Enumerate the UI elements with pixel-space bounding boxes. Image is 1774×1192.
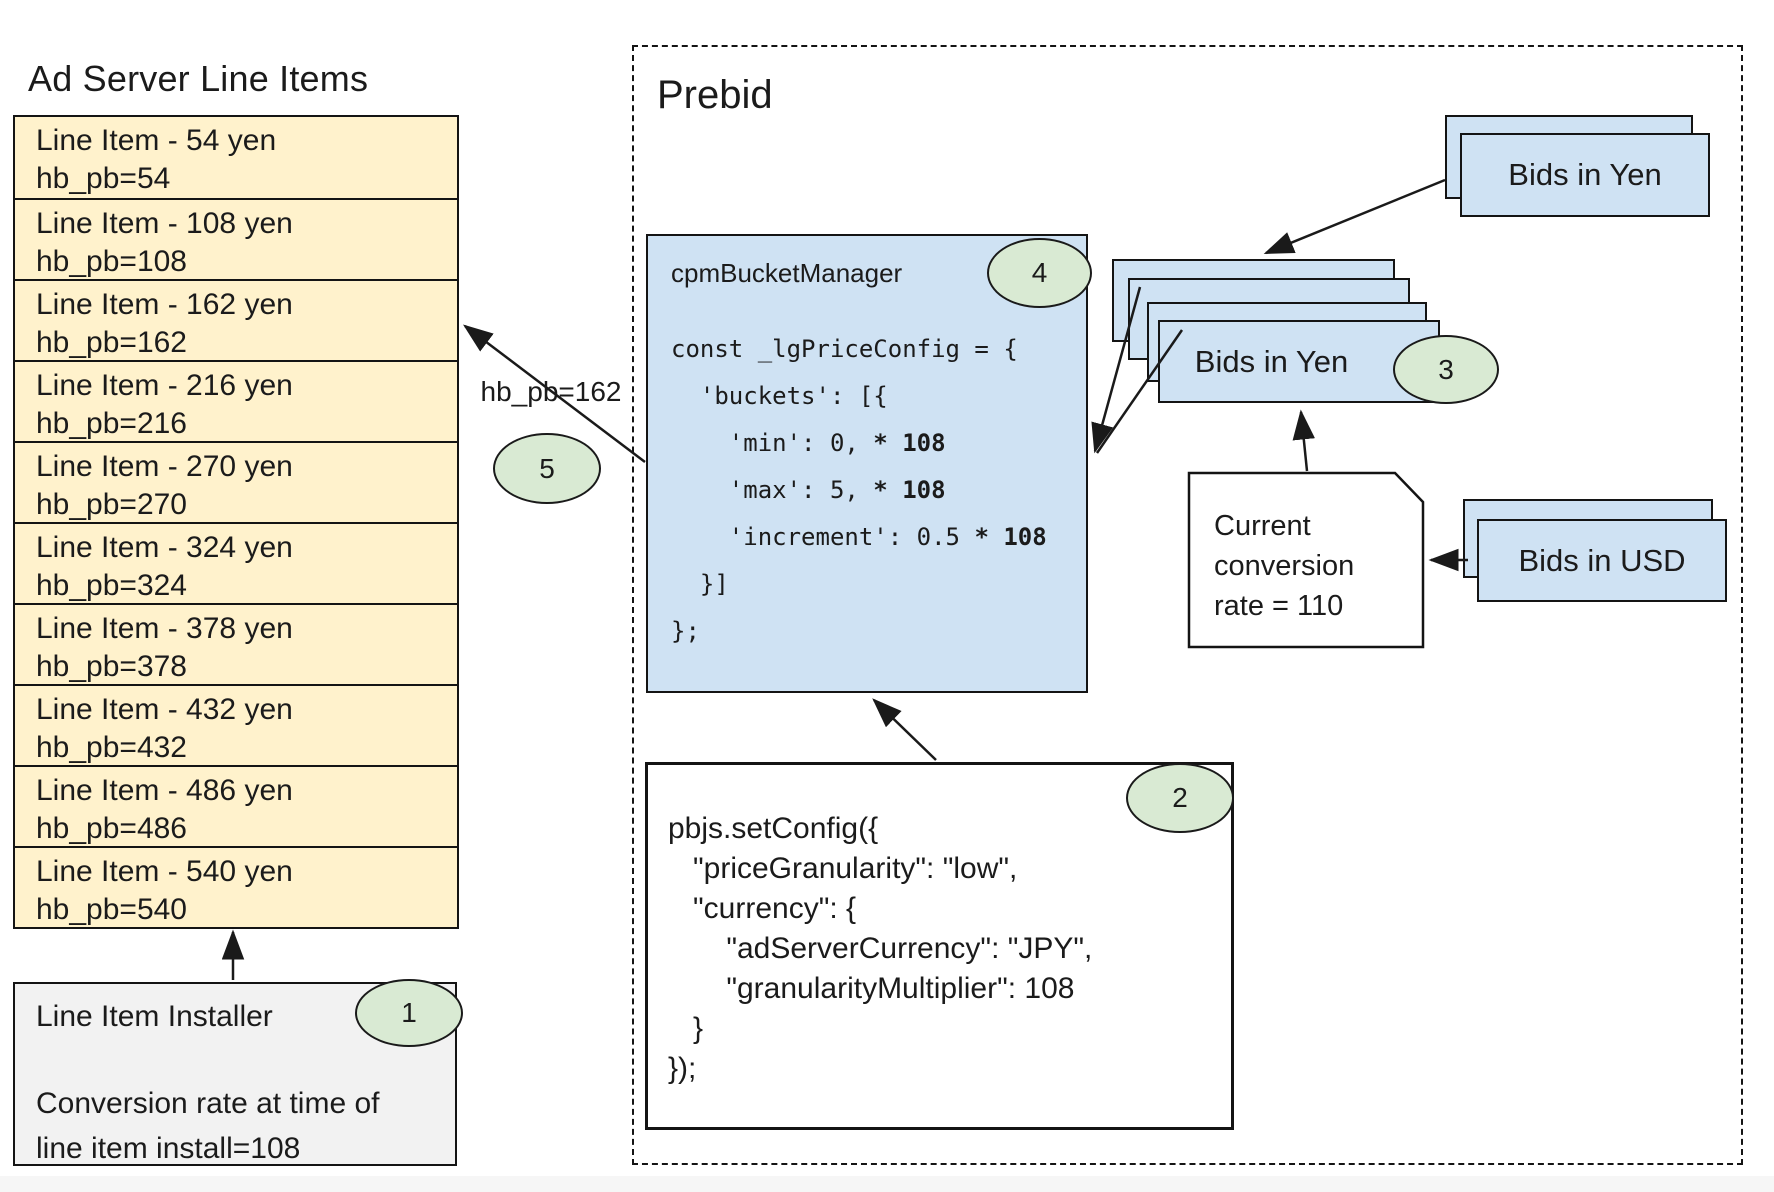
- line-item-hb-pb: hb_pb=216: [36, 407, 187, 440]
- line-item-row: Line Item - 324 yen hb_pb=324: [15, 522, 457, 603]
- line-item-label: Line Item - 378 yen: [36, 612, 293, 645]
- line-item-hb-pb: hb_pb=108: [36, 245, 187, 278]
- bids-in-usd-label: Bids in USD: [1518, 542, 1686, 578]
- pbjs-code-line: }: [668, 1012, 704, 1045]
- line-item-hb-pb: hb_pb=324: [36, 569, 187, 602]
- cpm-code-line: 'buckets': [{: [671, 373, 1047, 420]
- pbjs-code-line: "adServerCurrency": "JPY",: [668, 932, 1093, 965]
- step-badge-3: 3: [1393, 335, 1499, 404]
- step-badge-5: 5: [493, 433, 601, 504]
- conversion-note-line: Current: [1214, 510, 1311, 542]
- line-item-label: Line Item - 270 yen: [36, 450, 293, 483]
- step-badge-2: 2: [1126, 763, 1234, 833]
- line-item-label: Line Item - 486 yen: [36, 774, 293, 807]
- cpm-code-segment: };: [671, 617, 700, 645]
- installer-note-line: line item install=108: [36, 1132, 301, 1165]
- line-item-hb-pb: hb_pb=540: [36, 893, 187, 926]
- installer-note: Conversion rate at time of line item inst…: [36, 1081, 380, 1171]
- cpm-code-segment: }]: [671, 570, 729, 598]
- line-item-hb-pb: hb_pb=432: [36, 731, 187, 764]
- line-item-hb-pb: hb_pb=486: [36, 812, 187, 845]
- line-item-row: Line Item - 54 yen hb_pb=54: [15, 117, 457, 198]
- line-item-label: Line Item - 54 yen: [36, 124, 277, 157]
- line-item-label: Line Item - 432 yen: [36, 693, 293, 726]
- cpm-code-line: 'max': 5, * 108: [671, 467, 1047, 514]
- cpm-bucket-manager-box: cpmBucketManager const _lgPriceConfig = …: [646, 234, 1088, 693]
- line-item-label: Line Item - 162 yen: [36, 288, 293, 321]
- line-item-hb-pb: hb_pb=378: [36, 650, 187, 683]
- cpm-code-segment: 'buckets': [{: [671, 382, 888, 410]
- line-item-row: Line Item - 162 yen hb_pb=162: [15, 279, 457, 360]
- pbjs-set-config-code: pbjs.setConfig({ "priceGranularity": "lo…: [668, 809, 1092, 1089]
- pbjs-code-line: "currency": {: [668, 892, 857, 925]
- line-item-row: Line Item - 432 yen hb_pb=432: [15, 684, 457, 765]
- cpm-code-line: const _lgPriceConfig = {: [671, 326, 1047, 373]
- cpm-code-segment: 'min': 0,: [671, 429, 874, 457]
- bids-in-yen-stack-front-card: Bids in Yen: [1158, 320, 1440, 403]
- cpm-code-segment: * 108: [873, 429, 946, 457]
- installer-title: Line Item Installer: [36, 1000, 273, 1033]
- cpm-bucket-manager-code: const _lgPriceConfig = { 'buckets': [{ '…: [671, 326, 1047, 655]
- prebid-title: Prebid: [657, 73, 773, 117]
- bids-in-yen-stack-label: Bids in Yen: [1194, 343, 1349, 379]
- cpm-code-line: 'min': 0, * 108: [671, 420, 1047, 467]
- step-badge-1: 1: [355, 979, 463, 1047]
- line-item-hb-pb: hb_pb=162: [36, 326, 187, 359]
- line-item-label: Line Item - 216 yen: [36, 369, 293, 402]
- line-item-row: Line Item - 216 yen hb_pb=216: [15, 360, 457, 441]
- line-item-label: Line Item - 324 yen: [36, 531, 293, 564]
- line-item-hb-pb: hb_pb=54: [36, 162, 171, 195]
- line-item-label: Line Item - 108 yen: [36, 207, 293, 240]
- conversion-note-text: Current conversion rate = 110: [1214, 506, 1354, 626]
- line-item-label: Line Item - 540 yen: [36, 855, 293, 888]
- cpm-code-segment: 'max': 5,: [671, 476, 874, 504]
- line-item-row: Line Item - 270 yen hb_pb=270: [15, 441, 457, 522]
- pbjs-code-line: "granularityMultiplier": 108: [668, 972, 1075, 1005]
- step-badge-4: 4: [987, 238, 1092, 308]
- conversion-note-line: rate = 110: [1214, 590, 1344, 622]
- cpm-code-line: };: [671, 608, 1047, 655]
- bids-in-yen-top-label: Bids in Yen: [1508, 157, 1662, 192]
- pbjs-code-line: "priceGranularity": "low",: [668, 852, 1018, 885]
- line-item-row: Line Item - 540 yen hb_pb=540: [15, 846, 457, 927]
- line-item-row: Line Item - 486 yen hb_pb=486: [15, 765, 457, 846]
- bids-in-usd-card: Bids in USD: [1477, 519, 1727, 602]
- conversion-note-line: conversion: [1214, 550, 1355, 582]
- cpm-code-line: 'increment': 0.5 * 108: [671, 514, 1047, 561]
- cpm-code-segment: const _lgPriceConfig = {: [671, 335, 1018, 363]
- cpm-code-line: }]: [671, 561, 1047, 608]
- ad-server-title: Ad Server Line Items: [28, 58, 369, 99]
- cpm-code-segment: 'increment': 0.5: [671, 523, 975, 551]
- pbjs-set-config-box: pbjs.setConfig({ "priceGranularity": "lo…: [645, 762, 1234, 1130]
- cpm-bucket-manager-label: cpmBucketManager: [671, 258, 903, 288]
- line-item-row: Line Item - 378 yen hb_pb=378: [15, 603, 457, 684]
- pbjs-code-line: });: [668, 1052, 697, 1085]
- installer-note-line: Conversion rate at time of: [36, 1087, 380, 1120]
- cpm-code-segment: * 108: [873, 476, 946, 504]
- pbjs-code-line: pbjs.setConfig({: [668, 812, 879, 845]
- line-item-hb-pb: hb_pb=270: [36, 488, 187, 521]
- bids-in-yen-top-card: Bids in Yen: [1460, 133, 1710, 217]
- prebid-container: [632, 45, 1743, 1165]
- hb-pb-arrow-label: hb_pb=162: [480, 376, 622, 407]
- line-item-row: Line Item - 108 yen hb_pb=108: [15, 198, 457, 279]
- cpm-code-segment: * 108: [974, 523, 1047, 551]
- bottom-edge-strip: [0, 1176, 1774, 1192]
